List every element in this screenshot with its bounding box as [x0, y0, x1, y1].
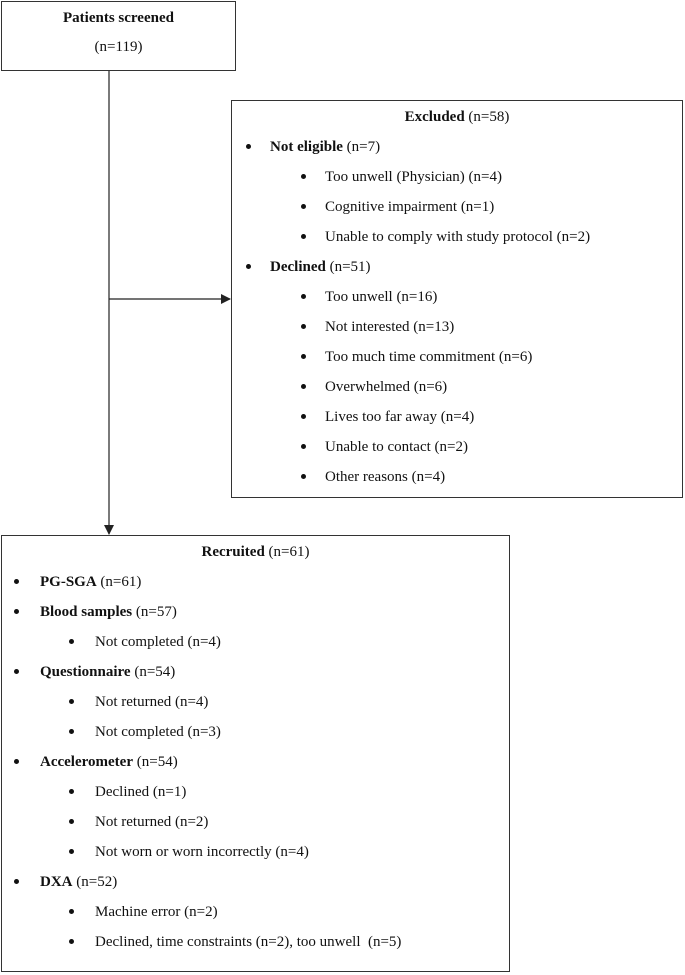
item-bullet [69, 699, 74, 704]
excluded-group-declined: Declined (n=51) [270, 258, 371, 276]
recruited-group-pg-sga: PG-SGA (n=61) [40, 573, 141, 591]
excluded-box: Excluded (n=58) Not eligible (n=7) Too u… [231, 100, 683, 498]
item-bullet [301, 324, 306, 329]
excluded-count: (n=58) [468, 109, 510, 125]
recruited-item: Not completed (n=4) [95, 634, 221, 650]
group-count: (n=54) [136, 754, 178, 770]
item-bullet [69, 729, 74, 734]
excluded-heading: Excluded (n=58) [232, 108, 682, 126]
recruited-heading: Recruited (n=61) [2, 543, 509, 561]
group-label: PG-SGA [40, 574, 97, 590]
item-bullet [69, 849, 74, 854]
group-label: Questionnaire [40, 664, 131, 680]
group-bullet [14, 879, 19, 884]
group-label: Not eligible [270, 139, 343, 155]
recruited-item: Machine error (n=2) [95, 904, 218, 920]
excluded-item: Other reasons (n=4) [325, 469, 446, 485]
group-label: Declined [270, 259, 326, 275]
item-bullet [301, 174, 306, 179]
group-bullet [14, 669, 19, 674]
excluded-item: Unable to comply with study protocol (n=… [325, 229, 591, 245]
recruited-box: Recruited (n=61) PG-SGA (n=61) Blood sam… [1, 535, 510, 972]
recruited-item: Not worn or worn incorrectly (n=4) [95, 844, 309, 860]
item-bullet [69, 939, 74, 944]
group-bullet [246, 144, 251, 149]
recruited-group-dxa: DXA (n=52) [40, 873, 117, 891]
recruited-group-questionnaire: Questionnaire (n=54) [40, 663, 175, 681]
excluded-title: Excluded [404, 109, 465, 125]
recruited-count: (n=61) [268, 544, 310, 560]
excluded-item: Lives too far away (n=4) [325, 409, 475, 425]
recruited-title: Recruited [201, 544, 265, 560]
screened-count: (n=119) [94, 39, 143, 55]
recruited-item: Not completed (n=3) [95, 724, 221, 740]
screened-box: Patients screened (n=119) [1, 1, 236, 71]
group-label: Blood samples [40, 604, 133, 620]
excluded-item: Too unwell (n=16) [325, 289, 438, 305]
group-bullet [14, 609, 19, 614]
excluded-item: Overwhelmed (n=6) [325, 379, 448, 395]
excluded-item: Cognitive impairment (n=1) [325, 199, 495, 215]
item-bullet [69, 909, 74, 914]
excluded-item: Too much time commitment (n=6) [325, 349, 533, 365]
group-count: (n=52) [76, 874, 118, 890]
item-bullet [301, 474, 306, 479]
excluded-group-not-eligible: Not eligible (n=7) [270, 138, 380, 156]
recruited-item: Not returned (n=4) [95, 694, 209, 710]
group-count: (n=51) [329, 259, 371, 275]
group-label: Accelerometer [40, 754, 133, 770]
item-bullet [301, 444, 306, 449]
excluded-item: Not interested (n=13) [325, 319, 455, 335]
group-label: DXA [40, 874, 73, 890]
recruited-item: Declined (n=1) [95, 784, 187, 800]
item-bullet [301, 354, 306, 359]
item-bullet [69, 789, 74, 794]
item-bullet [301, 294, 306, 299]
group-count: (n=7) [346, 139, 381, 155]
screened-title: Patients screened [63, 10, 174, 26]
group-count: (n=54) [134, 664, 176, 680]
item-bullet [301, 204, 306, 209]
item-bullet [69, 819, 74, 824]
item-bullet [69, 639, 74, 644]
recruited-group-accelerometer: Accelerometer (n=54) [40, 753, 178, 771]
group-bullet [14, 579, 19, 584]
item-bullet [301, 234, 306, 239]
item-bullet [301, 384, 306, 389]
recruited-group-blood-samples: Blood samples (n=57) [40, 603, 177, 621]
excluded-item: Too unwell (Physician) (n=4) [325, 169, 502, 185]
excluded-item: Unable to contact (n=2) [325, 439, 468, 455]
group-bullet [246, 264, 251, 269]
group-count: (n=57) [135, 604, 177, 620]
group-count: (n=61) [100, 574, 142, 590]
item-bullet [301, 414, 306, 419]
recruited-item: Not returned (n=2) [95, 814, 209, 830]
recruited-item: Declined, time constraints (n=2), too un… [95, 934, 402, 950]
group-bullet [14, 759, 19, 764]
